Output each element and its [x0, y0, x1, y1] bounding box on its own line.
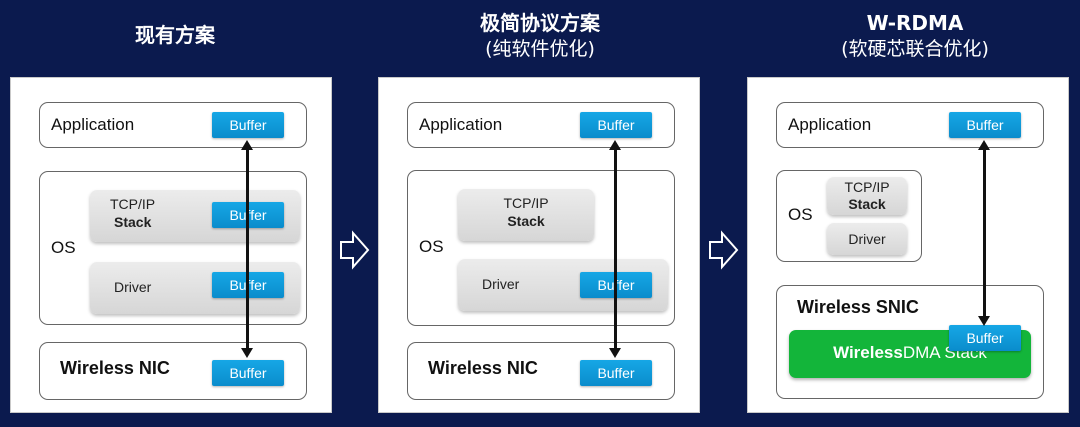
buffer-application: Buffer	[212, 112, 284, 138]
data-path-line	[246, 148, 249, 350]
data-path-line	[983, 148, 986, 318]
buffer-snic: Buffer	[949, 325, 1021, 351]
arrow-down-head	[241, 348, 253, 358]
arrow-up-head	[241, 140, 253, 150]
header-w-rdma: W-RDMA (软硬芯联合优化)	[800, 10, 1030, 62]
header-title: 现有方案	[135, 23, 215, 47]
chevron-right-icon	[340, 230, 370, 270]
panel-w-rdma: Application Buffer OS TCP/IP Stack Drive…	[747, 77, 1069, 413]
panel-minimal-protocol: Application Buffer OS TCP/IP Stack Drive…	[378, 77, 700, 413]
dma-stack-bold: Wireless	[833, 343, 903, 362]
os-box: OS TCP/IP Stack Driver	[407, 170, 675, 326]
stack-line2: Stack	[848, 196, 886, 212]
stack-line1: TCP/IP	[110, 196, 156, 212]
os-box: OS TCP/IP Stack Driver	[776, 170, 922, 262]
stack-line2: Stack	[507, 213, 545, 229]
header-title: W-RDMA	[866, 11, 964, 35]
header-subtitle: (软硬芯联合优化)	[841, 38, 989, 60]
data-path-line	[614, 148, 617, 350]
os-box: OS TCP/IP Stack Driver	[39, 171, 307, 325]
stack-line2: Stack	[114, 214, 152, 230]
application-label: Application	[788, 115, 872, 134]
driver-label: Driver	[114, 279, 152, 295]
os-label: OS	[788, 205, 813, 224]
os-label: OS	[419, 237, 444, 256]
arrow-up-head	[609, 140, 621, 150]
buffer-application: Buffer	[580, 112, 652, 138]
application-label: Application	[419, 115, 503, 134]
driver-box: Driver	[827, 223, 907, 255]
panel-existing: Application Buffer OS TCP/IP Stack Drive…	[10, 77, 332, 413]
buffer-nic: Buffer	[580, 360, 652, 386]
tcpip-stack-box: TCP/IP Stack	[458, 189, 594, 241]
driver-label: Driver	[848, 231, 886, 247]
header-title: 极简协议方案	[480, 11, 600, 35]
driver-label: Driver	[482, 276, 520, 292]
os-label: OS	[51, 238, 76, 257]
application-label: Application	[51, 115, 135, 134]
header-minimal-protocol: 极简协议方案 (纯软件优化)	[440, 10, 640, 62]
arrow-down-head	[609, 348, 621, 358]
chevron-right-icon	[709, 230, 739, 270]
wireless-snic-box: Wireless SNIC WirelessDMA Stack	[776, 285, 1044, 399]
wireless-nic-label: Wireless NIC	[428, 358, 538, 378]
buffer-application: Buffer	[949, 112, 1021, 138]
wireless-nic-label: Wireless NIC	[60, 358, 170, 378]
wireless-nic-box: Wireless NIC	[407, 342, 675, 400]
tcpip-stack-box: TCP/IP Stack	[827, 177, 907, 215]
stack-line1: TCP/IP	[503, 195, 549, 211]
header-subtitle: (纯软件优化)	[485, 38, 595, 60]
buffer-nic: Buffer	[212, 360, 284, 386]
arrow-down-head	[978, 316, 990, 326]
header-existing: 现有方案	[95, 22, 255, 48]
arrow-up-head	[978, 140, 990, 150]
wireless-snic-label: Wireless SNIC	[797, 297, 919, 317]
stack-line1: TCP/IP	[844, 179, 890, 195]
